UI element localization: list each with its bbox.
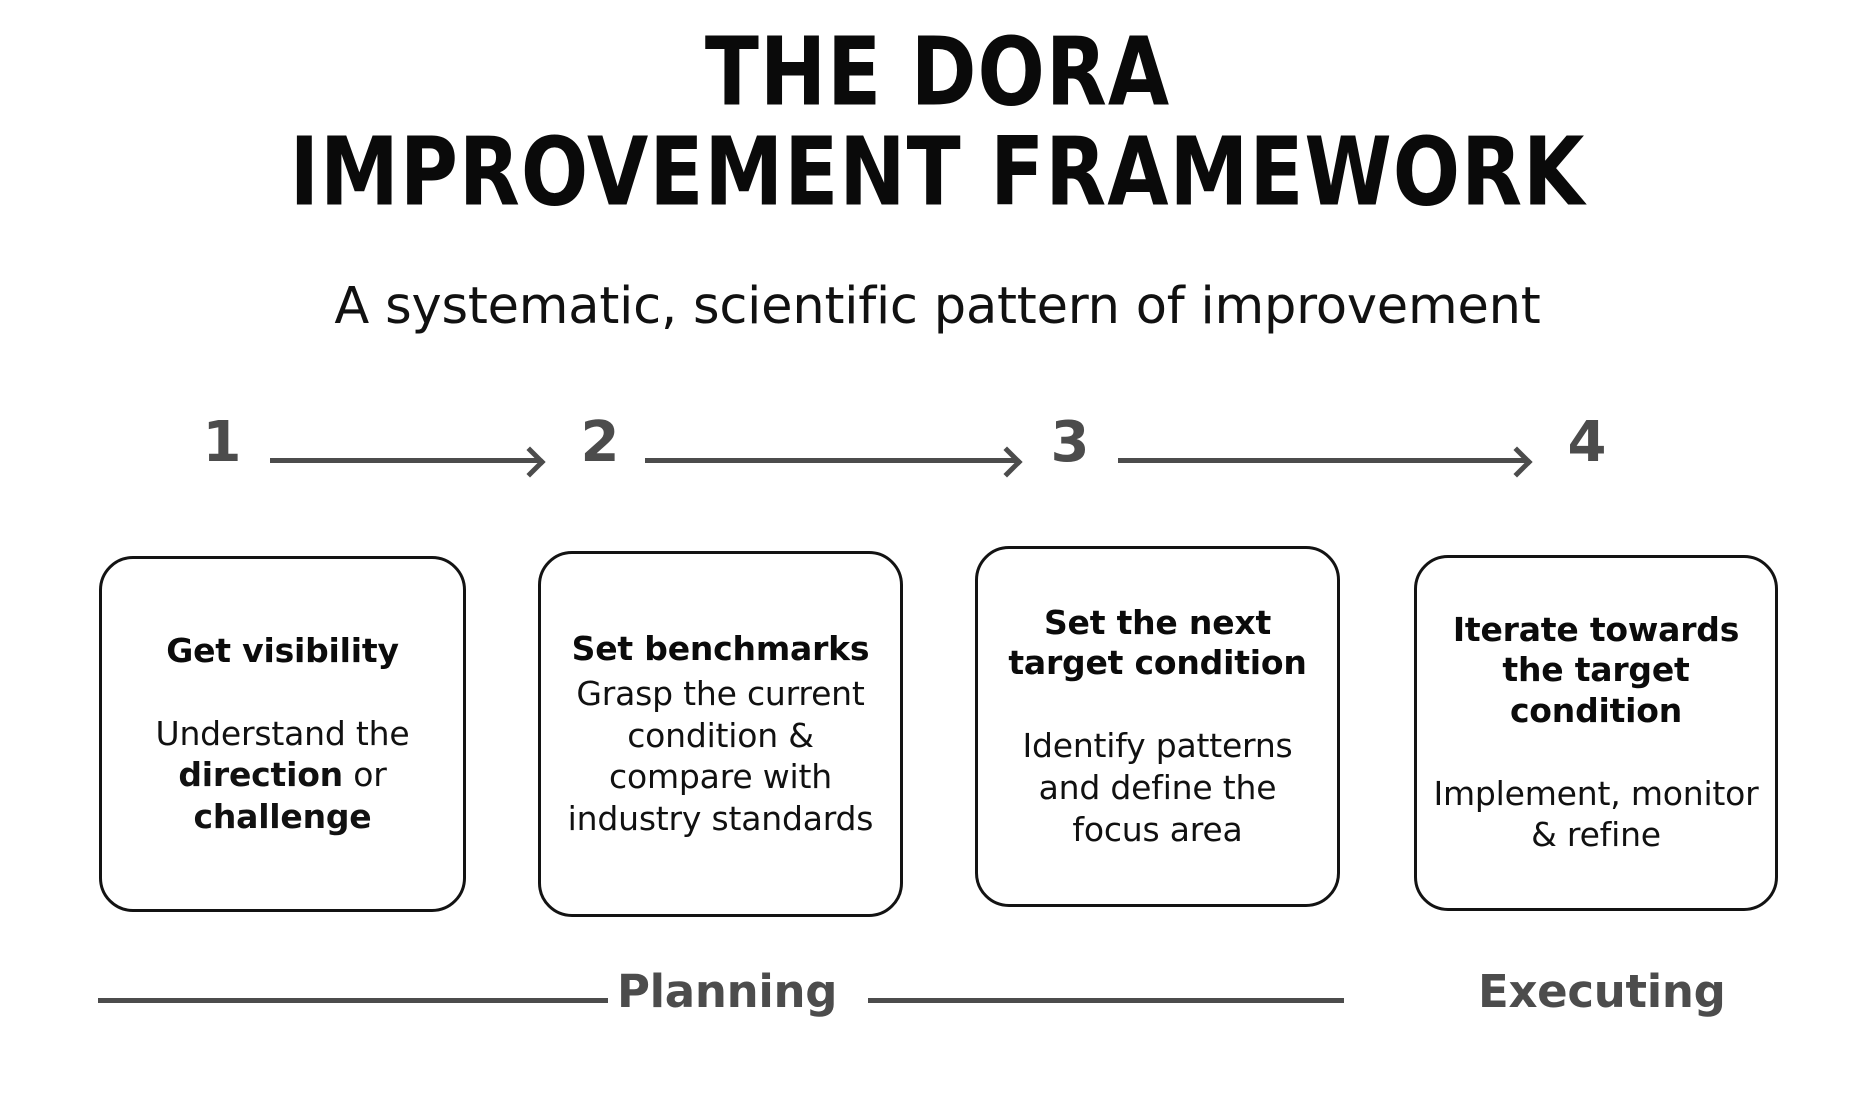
arrow-shaft bbox=[645, 458, 1017, 463]
card-1-body-bold-2: challenge bbox=[193, 796, 372, 836]
phase-label-planning: Planning bbox=[617, 965, 838, 1018]
step-card-2-body: Grasp the current condition & compare wi… bbox=[567, 673, 874, 838]
step-number-2: 2 bbox=[580, 410, 620, 475]
title-line-1: THE DORA bbox=[704, 17, 1171, 128]
step-number-4: 4 bbox=[1567, 410, 1607, 475]
step-card-2[interactable]: Set benchmarks Grasp the current conditi… bbox=[538, 551, 903, 917]
page-title: THE DORA IMPROVEMENT FRAMEWORK bbox=[0, 17, 1875, 224]
step-number-1: 1 bbox=[202, 410, 242, 475]
step-card-3-title: Set the next target condition bbox=[1008, 602, 1307, 683]
phase-footer: Planning Executing bbox=[0, 960, 1875, 1050]
arrow-head-icon bbox=[1501, 446, 1533, 478]
step-sequence: 1 2 3 4 bbox=[0, 408, 1875, 488]
step-card-4-body: Implement, monitor & refine bbox=[1433, 773, 1759, 855]
arrow-head-icon bbox=[514, 446, 546, 478]
step-card-2-title: Set benchmarks bbox=[571, 628, 870, 668]
step-arrow-1-to-2 bbox=[270, 446, 546, 478]
step-number-3: 3 bbox=[1050, 410, 1090, 475]
step-card-4[interactable]: Iterate towards the target condition Imp… bbox=[1414, 555, 1778, 911]
step-card-1-title: Get visibility bbox=[166, 630, 399, 670]
arrow-shaft bbox=[270, 458, 540, 463]
step-card-4-title: Iterate towards the target condition bbox=[1452, 610, 1740, 730]
step-card-3-body: Identify patterns and define the focus a… bbox=[1022, 726, 1293, 849]
phase-line-right bbox=[868, 998, 1344, 1003]
card-1-body-line-2-post: or bbox=[342, 755, 387, 795]
step-card-3[interactable]: Set the next target condition Identify p… bbox=[975, 546, 1340, 907]
step-card-1[interactable]: Get visibility Understand the direction … bbox=[99, 556, 466, 912]
page-subtitle: A systematic, scientific pattern of impr… bbox=[334, 277, 1541, 336]
card-1-body-line-1: Understand the bbox=[155, 713, 410, 753]
arrow-head-icon bbox=[991, 446, 1023, 478]
phase-line-left bbox=[98, 998, 608, 1003]
step-arrow-3-to-4 bbox=[1118, 446, 1533, 478]
step-card-1-body: Understand the direction or challenge bbox=[156, 713, 410, 838]
step-arrow-2-to-3 bbox=[645, 446, 1023, 478]
title-line-2: IMPROVEMENT FRAMEWORK bbox=[289, 117, 1586, 228]
phase-label-executing: Executing bbox=[1478, 965, 1726, 1018]
arrow-shaft bbox=[1118, 458, 1527, 463]
card-1-body-bold-1: direction bbox=[178, 755, 343, 795]
